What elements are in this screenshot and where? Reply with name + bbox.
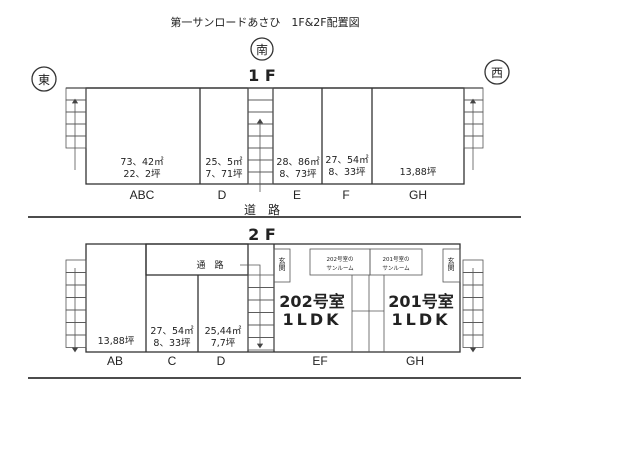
- stairs-icon: [463, 87, 484, 149]
- unit-1f-d: 25、5㎡ 7、71坪 D: [205, 157, 243, 202]
- entrance-label: 玄関: [278, 256, 286, 272]
- svg-text:202号室: 202号室: [279, 292, 344, 311]
- unit-2f-ab: 13,88坪 AB: [98, 335, 135, 368]
- compass-east: 東: [31, 66, 57, 92]
- svg-text:南: 南: [256, 42, 268, 57]
- svg-text:1LDK: 1LDK: [282, 310, 341, 329]
- svg-text:8、33坪: 8、33坪: [153, 337, 191, 349]
- svg-text:13,88坪: 13,88坪: [400, 166, 437, 178]
- unit-2f-ef: 202号室 1LDK EF: [279, 292, 344, 368]
- svg-text:7,7坪: 7,7坪: [211, 337, 236, 349]
- page-title: 第一サンロードあさひ 1F&2F配置図: [170, 15, 359, 29]
- entrance-label: 玄関: [447, 256, 455, 272]
- sunroom-201: 201号室の サンルーム: [382, 255, 410, 272]
- svg-text:EF: EF: [312, 354, 327, 368]
- stairs-icon: [65, 259, 87, 348]
- svg-text:8、73坪: 8、73坪: [279, 168, 317, 180]
- unit-1f-abc: 73、42㎡ 22、2坪 ABC: [120, 157, 164, 202]
- svg-text:25,44㎡: 25,44㎡: [205, 326, 242, 337]
- corridor-label: 通 路: [196, 259, 223, 271]
- unit-2f-c: 27、54㎡ 8、33坪 C: [150, 326, 194, 368]
- svg-text:東: 東: [38, 73, 50, 87]
- svg-text:D: D: [218, 188, 227, 202]
- svg-text:D: D: [217, 354, 226, 368]
- svg-text:202号室の: 202号室の: [327, 255, 354, 263]
- unit-1f-e: 28、86㎡ 8、73坪 E: [276, 157, 320, 202]
- svg-text:27、54㎡: 27、54㎡: [325, 155, 369, 166]
- floor1-label: 1 F: [248, 66, 276, 85]
- svg-text:73、42㎡: 73、42㎡: [120, 157, 164, 168]
- svg-text:27、54㎡: 27、54㎡: [150, 326, 194, 337]
- stairs-icon: [65, 87, 87, 149]
- svg-text:201号室の: 201号室の: [383, 255, 410, 263]
- svg-text:28、86㎡: 28、86㎡: [276, 157, 320, 168]
- unit-1f-gh: 13,88坪 GH: [400, 166, 437, 202]
- svg-text:8、33坪: 8、33坪: [328, 166, 366, 178]
- unit-1f-f: 27、54㎡ 8、33坪 F: [325, 155, 369, 202]
- svg-text:サンルーム: サンルーム: [382, 265, 410, 272]
- unit-2f-gh: 201号室 1LDK GH: [388, 292, 453, 368]
- floor2-label: 2 F: [248, 225, 276, 244]
- svg-text:GH: GH: [409, 188, 427, 202]
- floor2-plan: [65, 243, 484, 353]
- sunroom-202: 202号室の サンルーム: [326, 255, 354, 272]
- svg-text:7、71坪: 7、71坪: [205, 168, 243, 180]
- svg-text:GH: GH: [406, 354, 424, 368]
- svg-text:1LDK: 1LDK: [391, 310, 450, 329]
- road-label: 道 路: [244, 202, 280, 217]
- svg-text:201号室: 201号室: [388, 292, 453, 311]
- stairs-icon: [247, 87, 274, 185]
- stairs-icon: [247, 274, 275, 351]
- compass-south: 南: [250, 37, 274, 61]
- svg-text:ABC: ABC: [130, 188, 155, 202]
- compass-west: 西: [484, 59, 510, 85]
- svg-text:C: C: [168, 354, 177, 368]
- svg-text:AB: AB: [107, 354, 123, 368]
- svg-text:E: E: [293, 188, 301, 202]
- svg-text:F: F: [342, 188, 349, 202]
- svg-text:サンルーム: サンルーム: [326, 265, 354, 272]
- svg-text:13,88坪: 13,88坪: [98, 335, 135, 347]
- unit-2f-d: 25,44㎡ 7,7坪 D: [205, 326, 242, 368]
- svg-text:西: 西: [491, 66, 503, 80]
- svg-text:22、2坪: 22、2坪: [123, 168, 161, 180]
- floor1-plan: [65, 87, 484, 192]
- svg-text:25、5㎡: 25、5㎡: [205, 157, 243, 168]
